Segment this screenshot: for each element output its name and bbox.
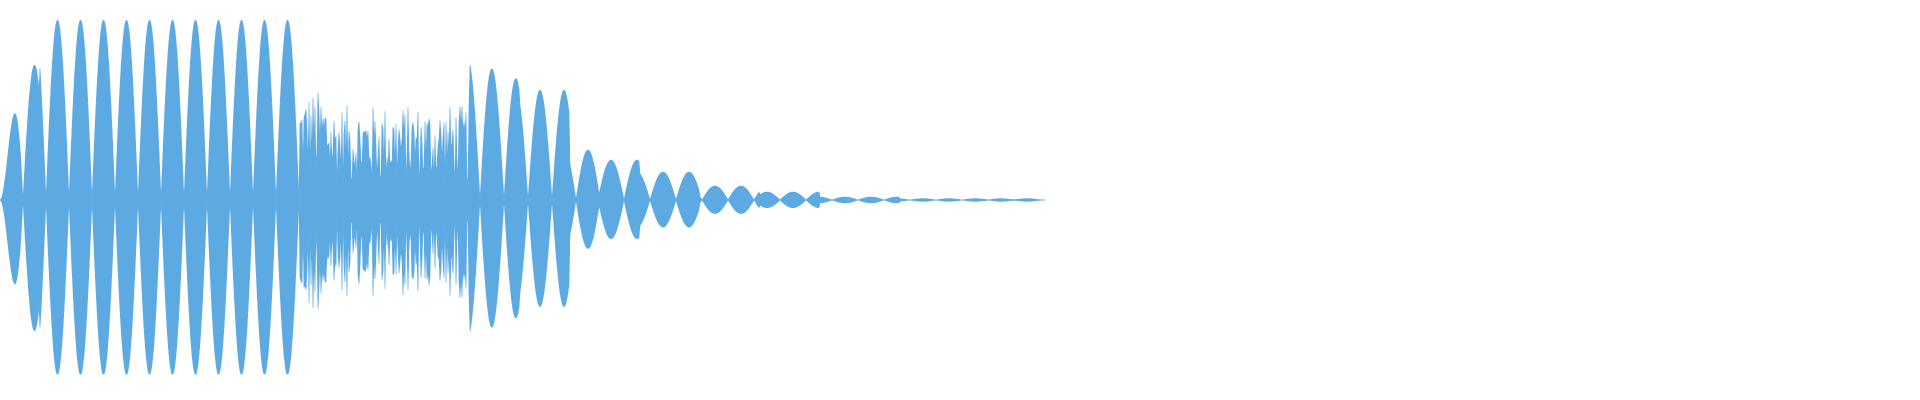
waveform-shape [0,20,1045,375]
